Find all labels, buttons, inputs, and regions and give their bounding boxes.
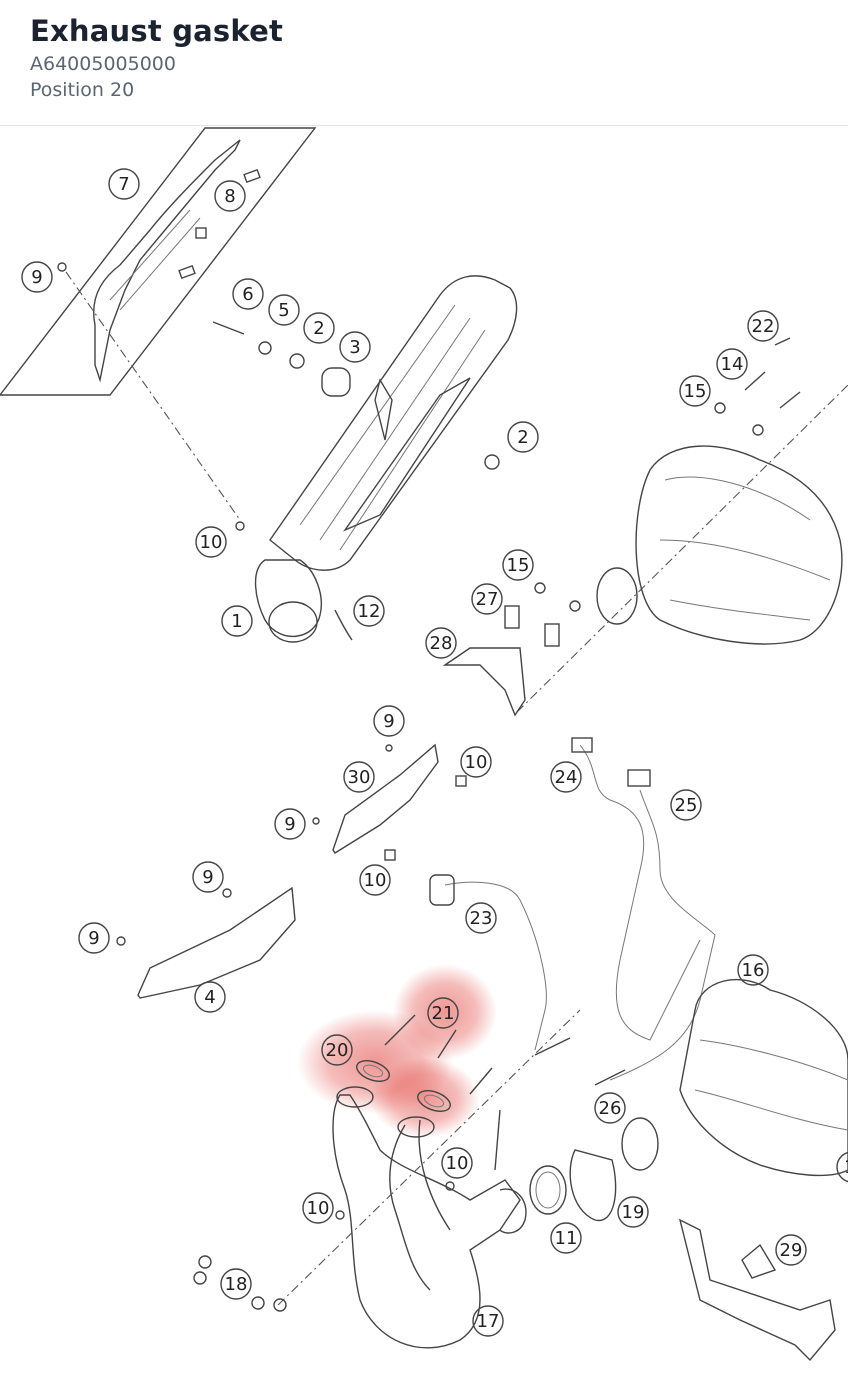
svg-text:9: 9 [383, 711, 394, 732]
callout-7[interactable]: 7 [108, 168, 140, 200]
part-number: A64005005000 [30, 53, 176, 75]
callout-29[interactable]: 29 [775, 1234, 807, 1266]
svg-text:4: 4 [204, 987, 215, 1008]
svg-text:8: 8 [224, 186, 235, 207]
callout-15b[interactable]: 15 [502, 549, 534, 581]
callout-10b[interactable]: 10 [460, 746, 492, 778]
svg-text:19: 19 [622, 1202, 645, 1223]
heat-shield-assembly [0, 127, 317, 521]
callout-9b[interactable]: 9 [373, 705, 405, 737]
svg-text:21: 21 [432, 1003, 455, 1024]
callout-1b[interactable]: 1 [836, 1151, 848, 1183]
callout-2[interactable]: 2 [303, 312, 335, 344]
svg-text:5: 5 [278, 300, 289, 321]
callout-23[interactable]: 23 [465, 902, 497, 934]
svg-text:24: 24 [555, 767, 578, 788]
svg-text:23: 23 [470, 908, 493, 929]
exhaust-header-pipes [193, 1009, 581, 1349]
callout-12[interactable]: 12 [353, 595, 385, 627]
callout-8[interactable]: 8 [214, 180, 246, 212]
svg-text:9: 9 [284, 814, 295, 835]
oxygen-sensors [429, 737, 716, 1171]
svg-text:17: 17 [477, 1311, 500, 1332]
svg-text:14: 14 [721, 354, 744, 375]
callout-2b[interactable]: 2 [507, 421, 539, 453]
svg-text:1: 1 [231, 611, 242, 632]
svg-text:10: 10 [465, 752, 488, 773]
callout-20[interactable]: 20 [321, 1034, 353, 1066]
svg-text:7: 7 [118, 174, 129, 195]
svg-text:2: 2 [313, 318, 324, 339]
svg-text:16: 16 [742, 960, 765, 981]
part-header: Exhaust gasket A64005005000 Position 20 [0, 0, 848, 126]
callout-24[interactable]: 24 [550, 761, 582, 793]
callout-16[interactable]: 16 [737, 954, 769, 986]
callout-10d[interactable]: 10 [441, 1147, 473, 1179]
part-position: Position 20 [30, 79, 135, 101]
exhaust-gasket-part [356, 1014, 493, 1112]
muffler [254, 275, 518, 643]
svg-text:29: 29 [780, 1240, 803, 1261]
callout-14[interactable]: 14 [716, 348, 748, 380]
callout-11[interactable]: 11 [550, 1222, 582, 1254]
svg-text:1: 1 [844, 1157, 848, 1178]
svg-text:10: 10 [446, 1153, 469, 1174]
callout-1[interactable]: 1 [221, 605, 253, 637]
callout-30[interactable]: 30 [343, 761, 375, 793]
svg-text:22: 22 [752, 316, 775, 337]
svg-text:20: 20 [326, 1040, 349, 1061]
catalytic-converter-lower [529, 978, 848, 1362]
exploded-parts-diagram: 7 8 9 6 5 2 3 10 1 12 2 22 14 15 15 27 2… [0, 127, 848, 1390]
callout-10[interactable]: 10 [195, 526, 227, 558]
callout-27[interactable]: 27 [471, 583, 503, 615]
callout-labels: 7 8 9 6 5 2 3 10 1 12 2 22 14 15 15 27 2… [21, 168, 848, 1337]
mounting-hardware [212, 321, 848, 713]
svg-text:15: 15 [684, 381, 707, 402]
svg-text:3: 3 [349, 337, 360, 358]
svg-text:9: 9 [31, 267, 42, 288]
callout-3[interactable]: 3 [339, 331, 371, 363]
callout-9[interactable]: 9 [21, 261, 53, 293]
callout-5[interactable]: 5 [268, 294, 300, 326]
svg-text:27: 27 [476, 589, 499, 610]
exhaust-diagram-svg: 7 8 9 6 5 2 3 10 1 12 2 22 14 15 15 27 2… [0, 127, 848, 1362]
svg-text:15: 15 [507, 555, 530, 576]
heat-guards [116, 743, 467, 999]
callout-25[interactable]: 25 [670, 789, 702, 821]
callout-10c[interactable]: 10 [359, 864, 391, 896]
svg-text:30: 30 [348, 767, 371, 788]
callout-28[interactable]: 28 [425, 627, 457, 659]
svg-text:10: 10 [307, 1198, 330, 1219]
callout-22[interactable]: 22 [747, 310, 779, 342]
callout-17[interactable]: 17 [472, 1305, 504, 1337]
callout-21[interactable]: 21 [427, 997, 459, 1029]
svg-text:26: 26 [599, 1098, 622, 1119]
callout-26[interactable]: 26 [594, 1092, 626, 1124]
svg-text:2: 2 [517, 427, 528, 448]
svg-text:18: 18 [225, 1274, 248, 1295]
callout-15[interactable]: 15 [679, 375, 711, 407]
callout-4[interactable]: 4 [194, 981, 226, 1013]
svg-text:9: 9 [88, 928, 99, 949]
svg-text:25: 25 [675, 795, 698, 816]
callout-10e[interactable]: 10 [302, 1192, 334, 1224]
callout-9c[interactable]: 9 [274, 808, 306, 840]
catalytic-converter-upper [442, 445, 843, 717]
svg-text:12: 12 [358, 601, 381, 622]
svg-text:11: 11 [555, 1228, 578, 1249]
callout-9e[interactable]: 9 [78, 922, 110, 954]
part-title: Exhaust gasket [30, 14, 284, 48]
svg-text:9: 9 [202, 867, 213, 888]
svg-text:6: 6 [242, 284, 253, 305]
svg-text:28: 28 [430, 633, 453, 654]
svg-text:10: 10 [364, 870, 387, 891]
callout-19[interactable]: 19 [617, 1196, 649, 1228]
callout-6[interactable]: 6 [232, 278, 264, 310]
callout-9d[interactable]: 9 [192, 861, 224, 893]
callout-18[interactable]: 18 [220, 1268, 252, 1300]
svg-text:10: 10 [200, 532, 223, 553]
